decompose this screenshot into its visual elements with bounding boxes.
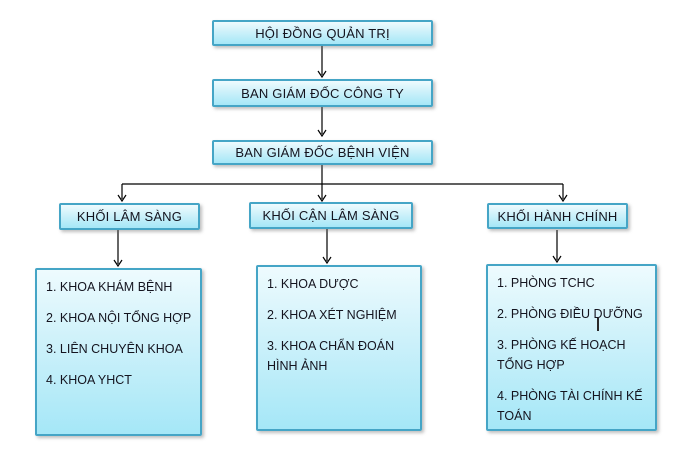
branch-list-admin[interactable]: 1. PHÒNG TCHC 2. PHÒNG ĐIỀU DƯỠNG 3. PHÒ… xyxy=(486,264,657,431)
branch-list-paraclinical[interactable]: 1. KHOA DƯỢC 2. KHOA XÉT NGHIỆM 3. KHOA … xyxy=(256,265,422,431)
list-item: 2. PHÒNG ĐIỀU DƯỠNG xyxy=(497,307,643,321)
branch-header-clinical[interactable]: KHỐI LÂM SÀNG xyxy=(59,203,200,230)
list-item: 1. KHOA KHÁM BỆNH xyxy=(46,280,173,294)
root-box-label: HỘI ĐỒNG QUẢN TRỊ xyxy=(255,25,390,41)
branch-header-paraclinical-label: KHỐI CẬN LÂM SÀNG xyxy=(262,208,400,223)
list-item: 2. KHOA NỘI TỔNG HỢP xyxy=(46,311,192,325)
root-box[interactable]: HỘI ĐỒNG QUẢN TRỊ xyxy=(212,20,433,46)
branch-list-clinical[interactable]: 1. KHOA KHÁM BỆNH 2. KHOA NỘI TỔNG HỢP 3… xyxy=(35,268,202,436)
branch-header-admin-label: KHỐI HÀNH CHÍNH xyxy=(497,208,618,224)
hospital-board-label: BAN GIÁM ĐỐC BỆNH VIỆN xyxy=(235,145,410,160)
list-item: 3. PHÒNG KẾ HOẠCH TỔNG HỢP xyxy=(497,338,626,372)
list-item: 4. PHÒNG TÀI CHÍNH KẾ TOÁN xyxy=(497,389,643,423)
text-cursor xyxy=(597,318,599,331)
branch-header-admin[interactable]: KHỐI HÀNH CHÍNH xyxy=(487,203,628,229)
branch-header-clinical-label: KHỐI LÂM SÀNG xyxy=(76,209,183,224)
branch-header-paraclinical[interactable]: KHỐI CẬN LÂM SÀNG xyxy=(249,202,413,229)
list-item: 3. LIÊN CHUYÊN KHOA xyxy=(46,342,183,356)
list-item: 1. KHOA DƯỢC xyxy=(267,277,359,291)
list-item: 3. KHOA CHẨN ĐOÁN HÌNH ẢNH xyxy=(267,339,395,373)
hospital-board-box[interactable]: BAN GIÁM ĐỐC BỆNH VIỆN xyxy=(212,140,433,165)
list-item: 2. KHOA XÉT NGHIỆM xyxy=(267,308,397,322)
list-item: 1. PHÒNG TCHC xyxy=(497,276,595,290)
list-item: 4. KHOA YHCT xyxy=(46,373,132,387)
company-board-label: BAN GIÁM ĐỐC CÔNG TY xyxy=(241,85,404,101)
company-board-box[interactable]: BAN GIÁM ĐỐC CÔNG TY xyxy=(212,79,433,107)
